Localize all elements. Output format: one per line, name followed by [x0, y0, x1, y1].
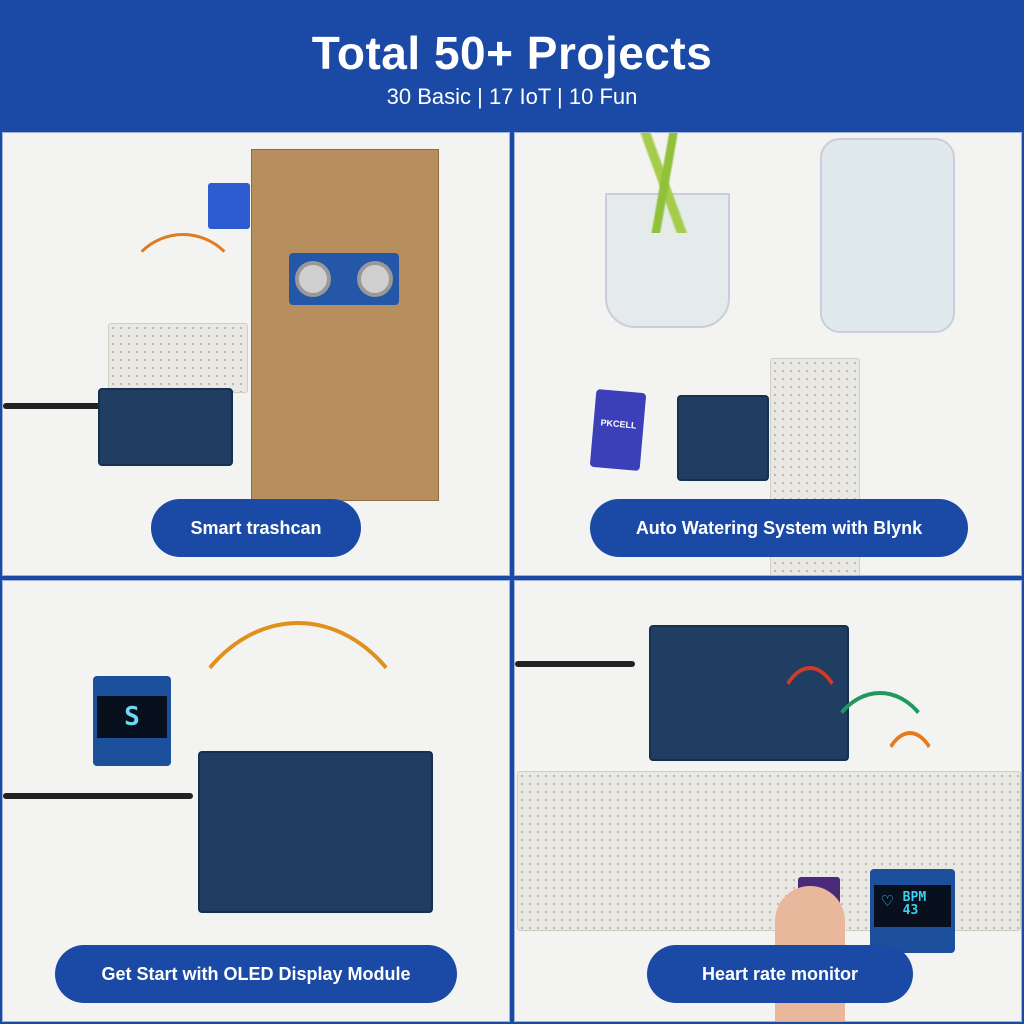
arduino-board: [677, 395, 769, 481]
project-label: Smart trashcan: [151, 499, 361, 557]
project-panel-smart-trashcan: Smart trashcan: [2, 132, 510, 576]
battery-9v: PKCELL: [589, 388, 647, 472]
battery-brand: PKCELL: [600, 417, 637, 431]
arduino-board: [198, 751, 433, 913]
arduino-board: [98, 388, 233, 466]
wire: [123, 233, 243, 353]
wire: [875, 731, 945, 881]
oled-module: S: [93, 676, 171, 766]
page-subtitle: 30 Basic | 17 IoT | 10 Fun: [386, 84, 638, 109]
project-panel-oled: S Get Start with OLED Display Module: [2, 580, 510, 1022]
wire: [820, 691, 940, 851]
bpm-label: BPM: [902, 890, 927, 905]
usb-cable: [3, 403, 103, 409]
wire: [770, 666, 850, 836]
bpm-value: 43: [902, 903, 919, 918]
plant: [625, 133, 715, 233]
usb-cable: [3, 793, 193, 799]
ultrasonic-sensor: [289, 253, 399, 305]
oled-logo-icon: S: [97, 696, 167, 738]
page-title: Total 50+ Projects: [311, 27, 713, 79]
project-label: Auto Watering System with Blynk: [590, 499, 968, 557]
heart-icon: ♡: [882, 891, 893, 912]
water-jar: [820, 138, 955, 333]
header-banner: Total 50+ Projects 30 Basic | 17 IoT | 1…: [0, 0, 1024, 128]
wire: [163, 621, 433, 981]
project-panel-auto-watering: PKCELL Auto Watering System with Blynk: [514, 132, 1022, 576]
project-label: Get Start with OLED Display Module: [55, 945, 457, 1003]
usb-cable: [515, 661, 635, 667]
servo-motor: [208, 183, 250, 229]
cardboard-box: [251, 149, 439, 501]
project-label: Heart rate monitor: [647, 945, 913, 1003]
